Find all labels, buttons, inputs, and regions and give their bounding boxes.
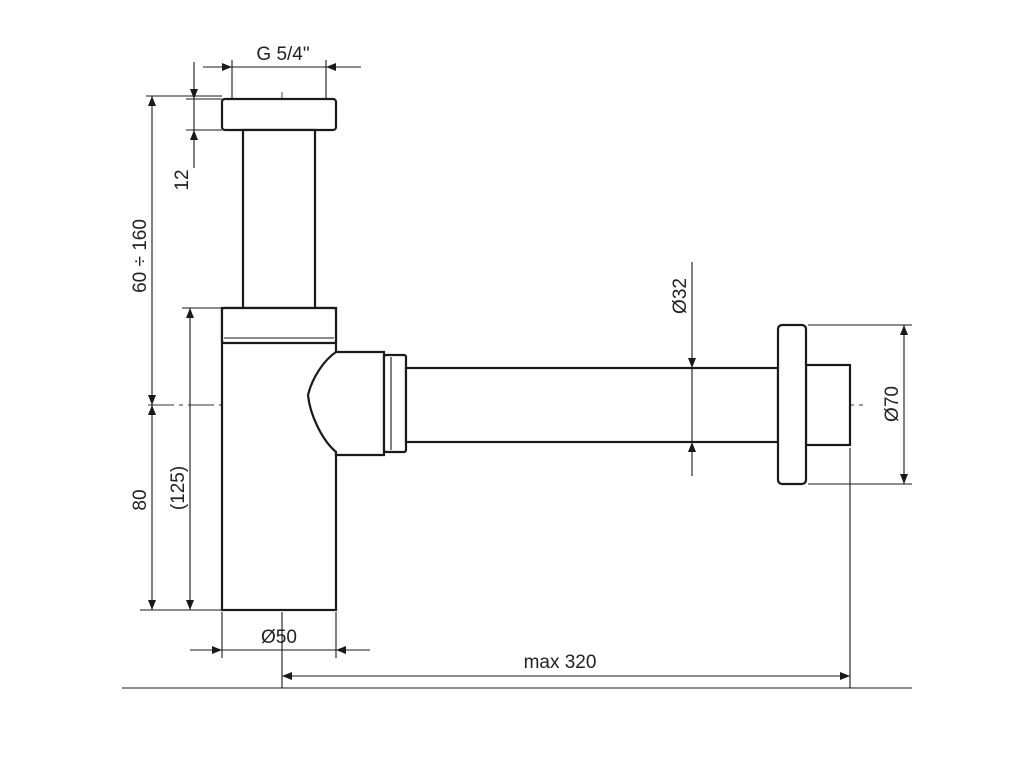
body-height-label: (125) (168, 466, 189, 510)
body-diameter-label: Ø50 (261, 627, 297, 648)
pipe-diameter-dimension: Ø32 (670, 262, 696, 476)
pipe-diameter-label: Ø32 (670, 278, 691, 314)
max-length-dimension: max 320 (281, 448, 851, 688)
rosette-diameter-dimension: Ø70 (808, 324, 912, 485)
thread-label: G 5/4" (256, 44, 309, 65)
drain-pipe (404, 366, 780, 444)
body-height-dimension: (125) (168, 307, 222, 610)
height-adjust-label: 60 ÷ 160 (130, 219, 151, 293)
bottle-body (220, 306, 338, 612)
outlet-height-dimension: 80 (130, 405, 222, 611)
inlet-tube (241, 128, 317, 312)
max-length-label: max 320 (524, 652, 597, 673)
siphon-body (220, 97, 408, 612)
outlet-height-label: 80 (130, 489, 151, 510)
outlet-elbow (306, 350, 386, 457)
rosette-plate (776, 323, 808, 486)
wall-socket (804, 363, 852, 447)
thread-dimension: G 5/4" (203, 44, 361, 98)
nut-height-dimension: 12 (172, 62, 222, 191)
wall-rosette (776, 323, 852, 486)
rosette-diameter-label: Ø70 (882, 386, 903, 422)
body-diameter-dimension: Ø50 (190, 612, 370, 658)
bottle-collar (220, 306, 338, 345)
outlet-nut (382, 353, 408, 454)
height-adjust-dimension: 60 ÷ 160 (130, 95, 222, 405)
nut-height-label: 12 (172, 169, 193, 190)
top-nut (220, 97, 338, 132)
